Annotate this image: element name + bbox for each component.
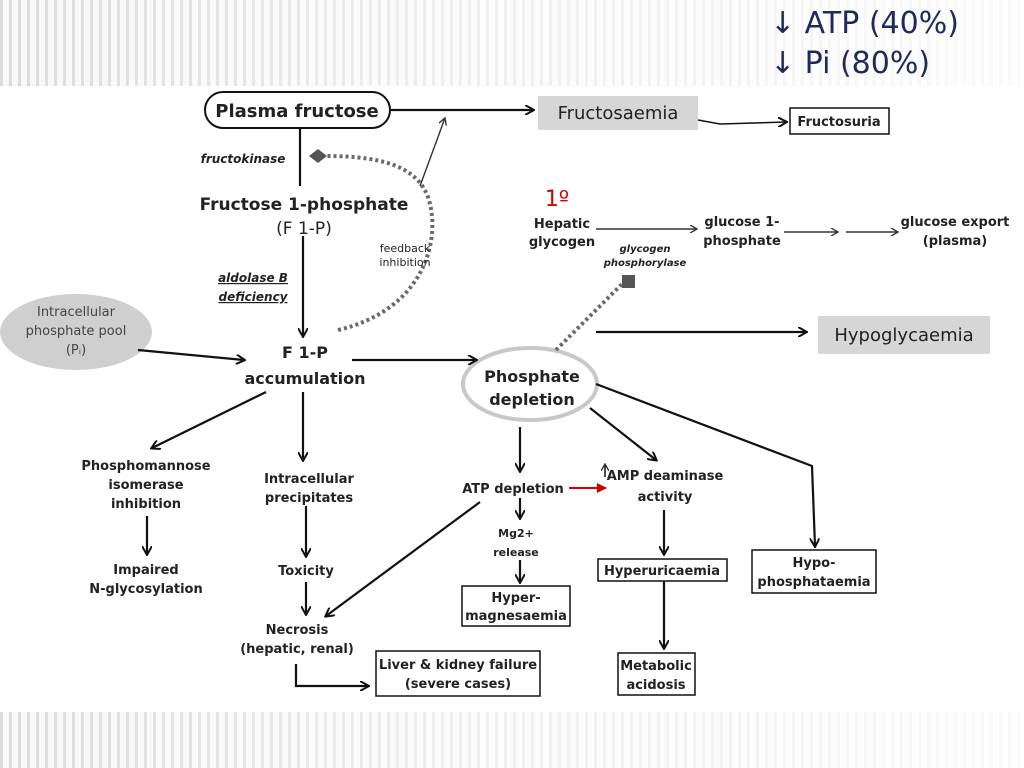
hypermagnesaemia-line1: Hyper- <box>491 591 540 606</box>
phosphorylase-dotted-line <box>554 280 626 352</box>
hepatic-glycogen-line1: Hepatic <box>534 217 590 232</box>
glucose-export-line1: glucose export <box>901 215 1010 230</box>
phosphate-depletion-line1: Phosphate <box>484 367 580 386</box>
hepatic-glycogen-line2: glycogen <box>529 235 595 250</box>
phosphorylase-line1: glycogen <box>620 244 671 255</box>
phosphate-depletion-line2: depletion <box>489 390 575 409</box>
glycosylation-line1: Impaired <box>113 563 178 578</box>
aldolase-label-line2: deficiency <box>218 290 288 304</box>
liver-kidney-failure-box <box>375 650 541 697</box>
header-atp-line: ↓ ATP (40%) <box>770 6 959 41</box>
amp-deaminase-line2: activity <box>638 490 693 505</box>
pmi-line1: Phosphomannose <box>81 459 210 474</box>
f1p-label-line1: Fructose 1-phosphate <box>200 195 409 215</box>
acidosis-line2: acidosis <box>626 678 685 693</box>
arrow-to-hypophosphataemia <box>595 382 815 546</box>
phosphorylase-square-marker <box>622 275 635 288</box>
metabolic-acidosis-box <box>617 652 696 696</box>
bottom-stripe-band <box>0 712 1024 768</box>
top-stripe-band <box>0 0 1024 86</box>
pool-label-line3: (Pᵢ) <box>66 343 86 358</box>
pmi-line3: inhibition <box>111 497 181 512</box>
g1p-line2: phosphate <box>703 234 781 249</box>
fructose-metabolism-diagram: Plasma fructose Fructosaemia Fructosuria… <box>0 91 1010 697</box>
phosphorylase-line2: phosphorylase <box>603 258 687 269</box>
necrosis-line1: Necrosis <box>266 623 329 638</box>
hypoglycaemia-label: Hypoglycaemia <box>834 325 973 346</box>
arrow-to-amp-deaminase <box>589 407 656 460</box>
hyperuricaemia-box <box>597 558 728 582</box>
toxicity-label: Toxicity <box>278 564 334 579</box>
amp-deaminase-line1: AMP deaminase <box>607 469 724 484</box>
phosphate-pool-ellipse <box>0 294 152 370</box>
fructokinase-label: fructokinase <box>201 152 286 166</box>
acidosis-line1: Metabolic <box>620 659 692 674</box>
glycosylation-line2: N-glycosylation <box>89 582 202 597</box>
hypoglycaemia-box <box>818 316 990 354</box>
primary-mark: 1º <box>545 187 569 212</box>
precipitates-line1: Intracellular <box>264 472 354 487</box>
header-pi-line: ↓ Pi (80%) <box>770 46 931 81</box>
hypermagnesaemia-box <box>461 585 571 627</box>
accumulation-label-line2: accumulation <box>244 369 365 388</box>
failure-line2: (severe cases) <box>405 677 511 692</box>
inhibition-diamond-marker <box>309 149 327 163</box>
failure-line1: Liver & kidney failure <box>379 658 537 673</box>
hypophosphataemia-box <box>751 549 877 594</box>
g1p-line1: glucose 1- <box>704 215 779 230</box>
glucose-export-line2: (plasma) <box>923 234 987 249</box>
fructosuria-label: Fructosuria <box>797 115 880 130</box>
feedback-dotted-line <box>325 154 435 332</box>
hypermagnesaemia-line2: magnesaemia <box>465 609 567 624</box>
precipitates-line2: precipitates <box>265 491 353 506</box>
necrosis-line2: (hepatic, renal) <box>240 642 354 657</box>
hypophosphataemia-line1: Hypo- <box>793 556 836 571</box>
plasma-fructose-label: Plasma fructose <box>215 101 378 122</box>
hypophosphataemia-line2: phosphataemia <box>757 575 870 590</box>
aldolase-label-line1: aldolase B <box>218 271 288 285</box>
feedback-arrow-to-fructose <box>419 118 445 187</box>
arrow-pool-to-accumulation <box>137 348 244 360</box>
fructosaemia-box <box>538 96 698 130</box>
arrow-to-pmi-inhibition <box>152 391 267 448</box>
pool-label-line1: Intracellular <box>37 305 116 320</box>
accumulation-label-line1: F 1-P <box>282 343 328 362</box>
mg-release-line2: release <box>493 546 539 559</box>
hyperuricaemia-label: Hyperuricaemia <box>604 564 720 579</box>
arrow-atp-to-necrosis <box>326 501 481 616</box>
f1p-label-line2: (F 1-P) <box>276 219 332 239</box>
fructosuria-box <box>789 107 890 135</box>
atp-depletion-label: ATP depletion <box>462 482 564 497</box>
arrow-to-failure <box>294 664 368 686</box>
pool-label-line2: phosphate pool <box>26 324 127 339</box>
arrow-to-fructosuria <box>697 120 786 124</box>
fructosaemia-label: Fructosaemia <box>558 103 679 124</box>
feedback-label-line1: feedback <box>380 242 431 255</box>
feedback-label-line2: inhibition <box>379 256 430 269</box>
pmi-line2: isomerase <box>108 478 183 493</box>
mg-release-line1: Mg2+ <box>498 527 534 540</box>
